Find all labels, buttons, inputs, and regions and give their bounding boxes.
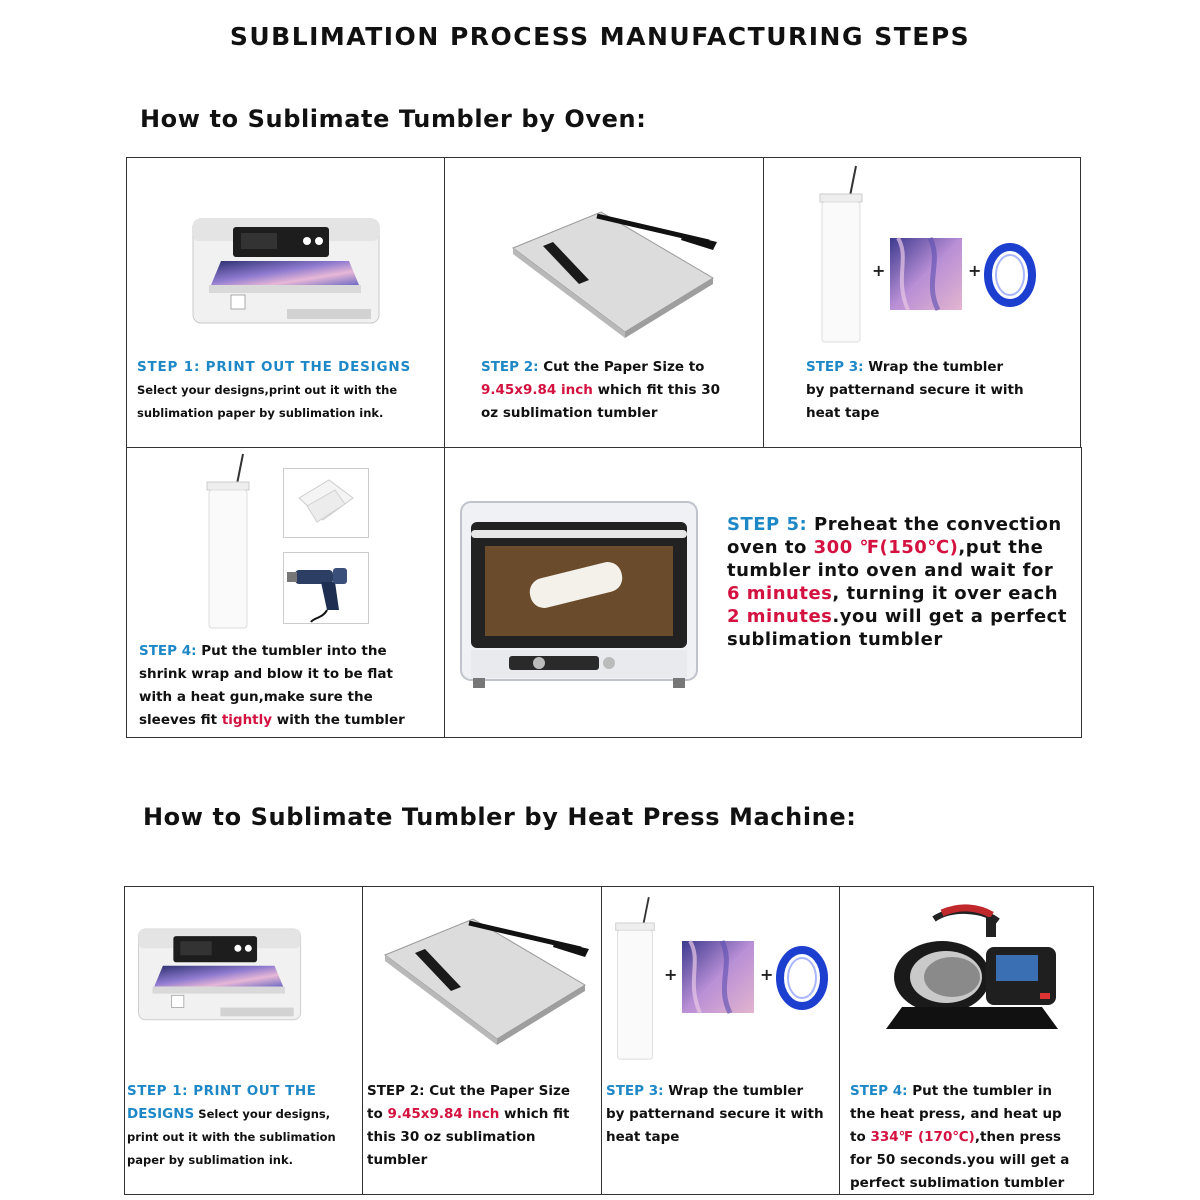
press-step2-cell: STEP 2: Cut the Paper Size to 9.45x9.84 … (362, 886, 602, 1195)
press-step3-caption: STEP 3: Wrap the tumbler by patternand s… (606, 1083, 824, 1145)
oven-step1-caption: STEP 1: PRINT OUT THE DESIGNS Select you… (137, 359, 412, 420)
pattern-paper-icon (682, 939, 754, 1015)
plus-icon: + (968, 261, 982, 280)
oven-step2-caption: STEP 2: Cut the Paper Size to 9.45x9.84 … (481, 359, 720, 421)
oven-step1-cell: STEP 1: PRINT OUT THE DESIGNS Select you… (126, 157, 445, 448)
press-step1-caption: STEP 1: PRINT OUT THE DESIGNS Select you… (127, 1083, 336, 1167)
printer-icon (192, 218, 380, 324)
tumbler-icon (615, 897, 655, 1060)
paper-cutter-icon (383, 918, 589, 1045)
oven-step4-caption: STEP 4: Put the tumbler into the shrink … (139, 643, 405, 728)
press-section-heading: How to Sublimate Tumbler by Heat Press M… (143, 803, 857, 831)
heat-tape-icon (984, 243, 1036, 307)
press-step2-caption: STEP 2: Cut the Paper Size to 9.45x9.84 … (367, 1083, 571, 1168)
oven-step3-caption: STEP 3: Wrap the tumbler by patternand s… (806, 359, 1024, 421)
heat-press-machine-icon (886, 904, 1058, 1029)
oven-step5-cell: STEP 5: Preheat the convection oven to 3… (444, 447, 1082, 738)
shrink-wrap-icon (283, 468, 369, 538)
printer-icon (138, 928, 302, 1021)
plus-icon: + (760, 965, 774, 984)
pattern-paper-icon (890, 236, 962, 312)
oven-step3-cell: + + STEP 3: Wrap the tumbler by patterna… (763, 157, 1081, 448)
plus-icon: + (872, 261, 886, 280)
press-step1-cell: STEP 1: PRINT OUT THE DESIGNS Select you… (124, 886, 363, 1195)
press-step4-cell: STEP 4: Put the tumbler in the heat pres… (839, 886, 1094, 1195)
plus-icon: + (664, 965, 678, 984)
paper-cutter-icon (511, 211, 717, 338)
heat-gun-icon (283, 552, 369, 624)
convection-oven-icon (460, 501, 698, 688)
press-step4-caption: STEP 4: Put the tumbler in the heat pres… (850, 1083, 1070, 1191)
heat-tape-icon (776, 946, 828, 1010)
page-title: SUBLIMATION PROCESS MANUFACTURING STEPS (229, 22, 971, 51)
oven-step5-caption: STEP 5: Preheat the convection oven to 3… (727, 514, 1067, 650)
oven-section-heading: How to Sublimate Tumbler by Oven: (140, 105, 647, 133)
oven-step4-cell: STEP 4: Put the tumbler into the shrink … (126, 447, 445, 738)
tumbler-icon (819, 165, 863, 343)
tumbler-icon (206, 453, 250, 629)
oven-step2-cell: STEP 2: Cut the Paper Size to 9.45x9.84 … (444, 157, 764, 448)
press-step3-cell: + + STEP 3: Wrap the tumbler by patterna… (601, 886, 840, 1195)
